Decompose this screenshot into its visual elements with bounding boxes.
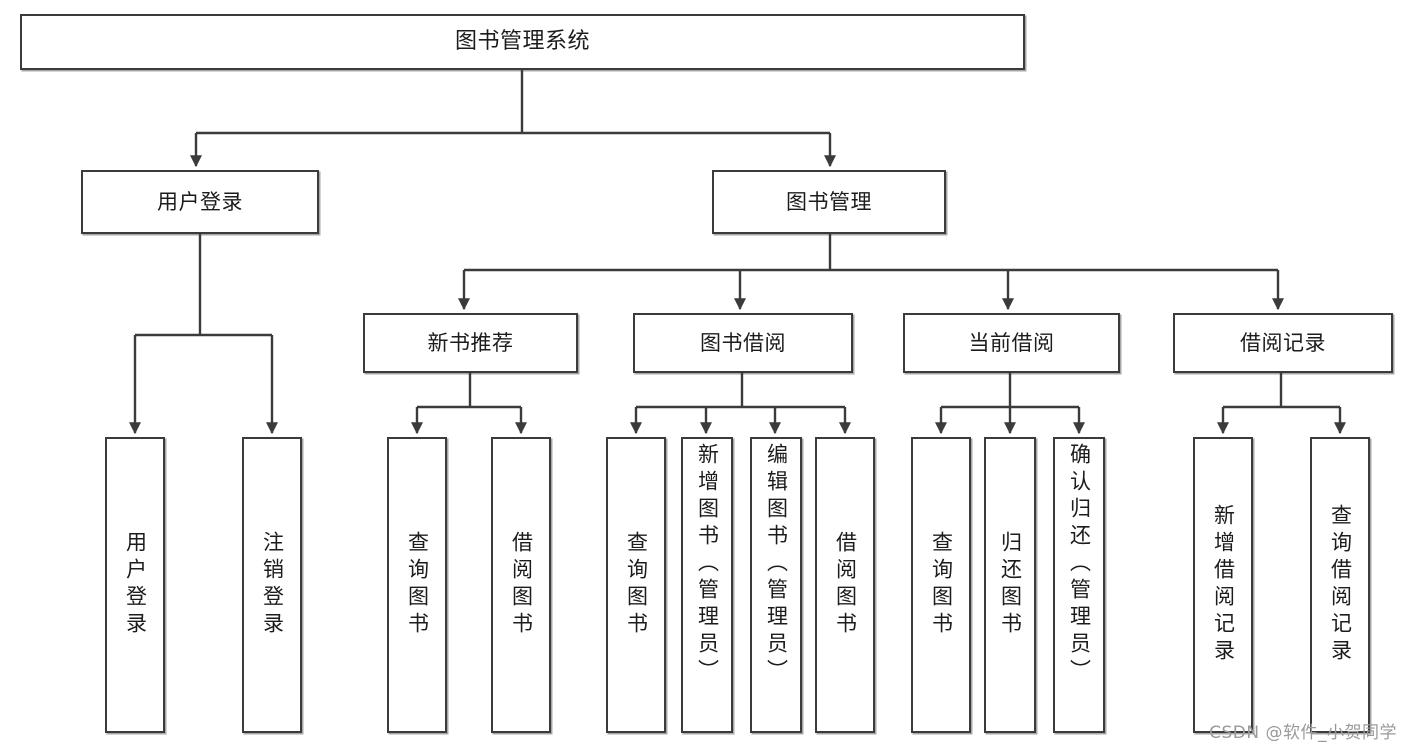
leaf-query-book-3-label: 查询图书 (929, 531, 954, 639)
leaf-user-login-label: 用户登录 (123, 531, 148, 639)
node-borrow-record[interactable]: 借阅记录 (1173, 313, 1393, 373)
leaf-add-record-label: 新增借阅记录 (1211, 504, 1236, 666)
node-book-borrow[interactable]: 图书借阅 (633, 313, 853, 373)
watermark-text: CSDN @软件_小贺同学 (1209, 723, 1397, 743)
node-current-borrow[interactable]: 当前借阅 (903, 313, 1120, 373)
leaf-borrow-book-1-label: 借阅图书 (509, 531, 534, 639)
leaf-add-record[interactable]: 新增借阅记录 (1193, 437, 1253, 733)
node-new-book-rec[interactable]: 新书推荐 (363, 313, 578, 373)
leaf-return-book[interactable]: 归还图书 (984, 437, 1036, 733)
leaf-add-book[interactable]: 新增图书（管理员） (681, 437, 733, 733)
node-user-login-label: 用户登录 (157, 189, 243, 214)
leaf-edit-book-label: 编辑图书（管理员） (764, 443, 789, 686)
leaf-logout[interactable]: 注销登录 (242, 437, 302, 733)
leaf-query-record-label: 查询借阅记录 (1328, 504, 1353, 666)
node-new-book-rec-label: 新书推荐 (427, 330, 514, 355)
leaf-borrow-book-2[interactable]: 借阅图书 (815, 437, 875, 733)
leaf-query-book-1[interactable]: 查询图书 (387, 437, 447, 733)
node-root-label: 图书管理系统 (454, 29, 590, 55)
leaf-query-book-2-label: 查询图书 (624, 531, 649, 639)
leaf-query-book-3[interactable]: 查询图书 (911, 437, 971, 733)
leaf-edit-book[interactable]: 编辑图书（管理员） (750, 437, 802, 733)
leaf-query-book-2[interactable]: 查询图书 (606, 437, 666, 733)
node-book-manage-label: 图书管理 (786, 189, 872, 214)
node-root[interactable]: 图书管理系统 (20, 14, 1025, 70)
leaf-confirm-return-label: 确认归还（管理员） (1067, 443, 1092, 686)
leaf-logout-label: 注销登录 (260, 531, 285, 639)
leaf-confirm-return[interactable]: 确认归还（管理员） (1053, 437, 1105, 733)
node-book-borrow-label: 图书借阅 (700, 330, 786, 355)
leaf-borrow-book-1[interactable]: 借阅图书 (491, 437, 551, 733)
node-user-login[interactable]: 用户登录 (81, 170, 319, 234)
node-book-manage[interactable]: 图书管理 (712, 170, 946, 234)
node-current-borrow-label: 当前借阅 (968, 330, 1055, 355)
leaf-query-book-1-label: 查询图书 (405, 531, 430, 639)
node-borrow-record-label: 借阅记录 (1240, 330, 1326, 355)
leaf-query-record[interactable]: 查询借阅记录 (1310, 437, 1370, 733)
leaf-add-book-label: 新增图书（管理员） (695, 443, 720, 686)
leaf-user-login[interactable]: 用户登录 (105, 437, 165, 733)
leaf-return-book-label: 归还图书 (998, 531, 1023, 639)
leaf-borrow-book-2-label: 借阅图书 (833, 531, 858, 639)
